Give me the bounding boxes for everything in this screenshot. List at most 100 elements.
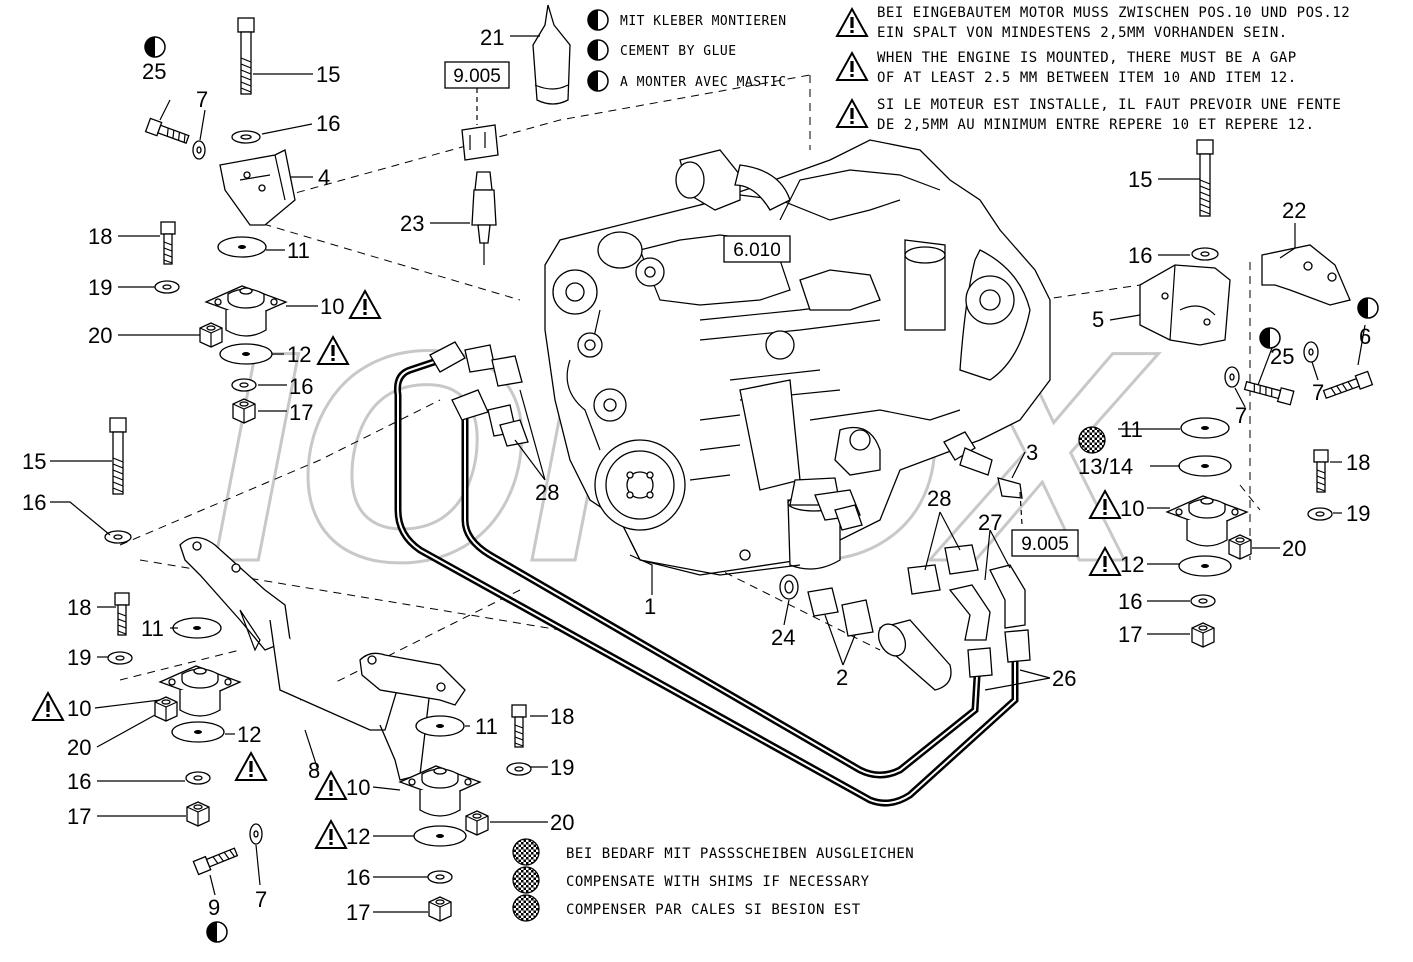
part-label: 2: [836, 665, 848, 690]
mount-group-left: [104, 417, 466, 876]
part-label: 18: [67, 595, 91, 620]
part-label: 12: [346, 824, 370, 849]
shim-icon: [1078, 426, 1106, 454]
part-label: 19: [1346, 501, 1370, 526]
warning-icon: [315, 771, 347, 800]
ref-box-9005-right: 9.005: [1021, 534, 1069, 555]
part-label: 17: [1118, 622, 1142, 647]
ref-box-6010: 6.010: [733, 240, 781, 261]
part-label: 23: [400, 211, 424, 236]
part-label: 10: [1120, 496, 1144, 521]
part-label: 15: [1128, 167, 1152, 192]
part-label: 11: [1120, 417, 1143, 442]
bolt-15: [109, 417, 127, 495]
part-labels: 21 25 7 15 16 4 18 11 19 10 20 12 16 17 …: [22, 25, 1371, 925]
warning-note-line: DE 2,5MM AU MINIMUM ENTRE REPERE 10 ET R…: [877, 117, 1315, 133]
part-label: 11: [141, 616, 164, 641]
part-label: 18: [550, 704, 574, 729]
glue-icon: [144, 36, 166, 58]
glue-notes: MIT KLEBER MONTIEREN CEMENT BY GLUE A MO…: [587, 9, 787, 92]
part-label: 19: [550, 755, 574, 780]
part-label: 19: [88, 275, 112, 300]
part-label: 16: [1128, 243, 1152, 268]
part-label: 10: [346, 775, 370, 800]
part-label: 16: [1118, 589, 1142, 614]
part-label: 10: [67, 696, 91, 721]
part-label: 6: [1359, 324, 1371, 349]
warning-note-line: SI LE MOTEUR EST INSTALLE, IL FAUT PREVO…: [877, 97, 1341, 113]
part-label: 9: [208, 895, 220, 920]
warning-icon: [836, 8, 868, 37]
part-label: 22: [1282, 198, 1306, 223]
part-label: 17: [67, 804, 91, 829]
part-label: 12: [287, 342, 311, 367]
part-label: 20: [88, 323, 112, 348]
part-label: 12: [1120, 552, 1144, 577]
part-label: 25: [142, 59, 166, 84]
part-label: 4: [318, 165, 330, 190]
part-label: 18: [1346, 450, 1370, 475]
part-label: 16: [289, 374, 313, 399]
glue-note-en: CEMENT BY GLUE: [620, 44, 737, 59]
part-label: 20: [67, 735, 91, 760]
warning-note-line: EIN SPALT VON MINDESTENS 2,5MM VORHANDEN…: [877, 25, 1288, 41]
part-label: 5: [1092, 307, 1104, 332]
part-label: 13/14: [1078, 454, 1133, 479]
glue-icon: [1357, 297, 1379, 319]
part-label: 12: [237, 722, 261, 747]
part-label: 26: [1052, 666, 1076, 691]
hoses: [394, 341, 1031, 807]
sensor-parts: [461, 4, 1023, 526]
part-label: 7: [255, 887, 267, 912]
part-label: 24: [771, 625, 795, 650]
part-label: 8: [308, 758, 320, 783]
glue-note-de: MIT KLEBER MONTIEREN: [620, 14, 787, 29]
warning-note-line: BEI EINGEBAUTEM MOTOR MUSS ZWISCHEN POS.…: [877, 5, 1350, 21]
part-label: 15: [22, 449, 46, 474]
part-label: 3: [1026, 440, 1038, 465]
warning-icon: [315, 820, 347, 849]
glue-icon: [206, 921, 228, 943]
mount-group-top-left: [144, 17, 296, 424]
shim-notes: BEI BEDARF MIT PASSSCHEIBEN AUSGLEICHEN …: [512, 838, 914, 922]
glue-note-fr: A MONTER AVEC MASTIC: [620, 75, 787, 90]
part-label: 27: [978, 510, 1002, 535]
shim-note-fr: COMPENSER PAR CALES SI BESION EST: [566, 902, 861, 918]
warning-icon: [836, 99, 868, 128]
part-label: 15: [316, 62, 340, 87]
engine: [544, 139, 1051, 576]
part-label: 28: [535, 480, 559, 505]
part-label: 7: [1235, 403, 1247, 428]
part-label: 18: [88, 224, 112, 249]
part-label: 16: [67, 769, 91, 794]
part-label: 10: [320, 294, 344, 319]
bolt-15: [1196, 139, 1214, 217]
shim-note-de: BEI BEDARF MIT PASSSCHEIBEN AUSGLEICHEN: [566, 846, 914, 862]
part-label: 16: [316, 111, 340, 136]
warning-notes: BEI EINGEBAUTEM MOTOR MUSS ZWISCHEN POS.…: [836, 5, 1350, 133]
mount-group-right: [1139, 139, 1374, 648]
part-label: 21: [480, 25, 504, 50]
part-label: 16: [22, 490, 46, 515]
part-label: 20: [1282, 536, 1306, 561]
warning-icon: [32, 692, 64, 721]
warning-icon: [836, 52, 868, 81]
leader-lines: [50, 35, 1366, 913]
part-label: 11: [475, 714, 498, 739]
bolt-15: [237, 17, 255, 95]
part-label: 7: [196, 87, 208, 112]
part-label: 28: [927, 486, 951, 511]
part-label: 11: [287, 238, 310, 263]
ref-box-9005-top: 9.005: [453, 66, 501, 87]
part-label: 7: [1312, 380, 1324, 405]
shim-note-en: COMPENSATE WITH SHIMS IF NECESSARY: [566, 874, 870, 890]
part-label: 16: [346, 865, 370, 890]
part-label: 1: [644, 594, 656, 619]
part-label: 25: [1270, 344, 1294, 369]
part-label: 17: [346, 900, 370, 925]
part-label: 19: [67, 645, 91, 670]
warning-note-line: WHEN THE ENGINE IS MOUNTED, THERE MUST B…: [877, 50, 1297, 66]
part-label: 20: [550, 810, 574, 835]
warning-icon: [235, 752, 267, 781]
